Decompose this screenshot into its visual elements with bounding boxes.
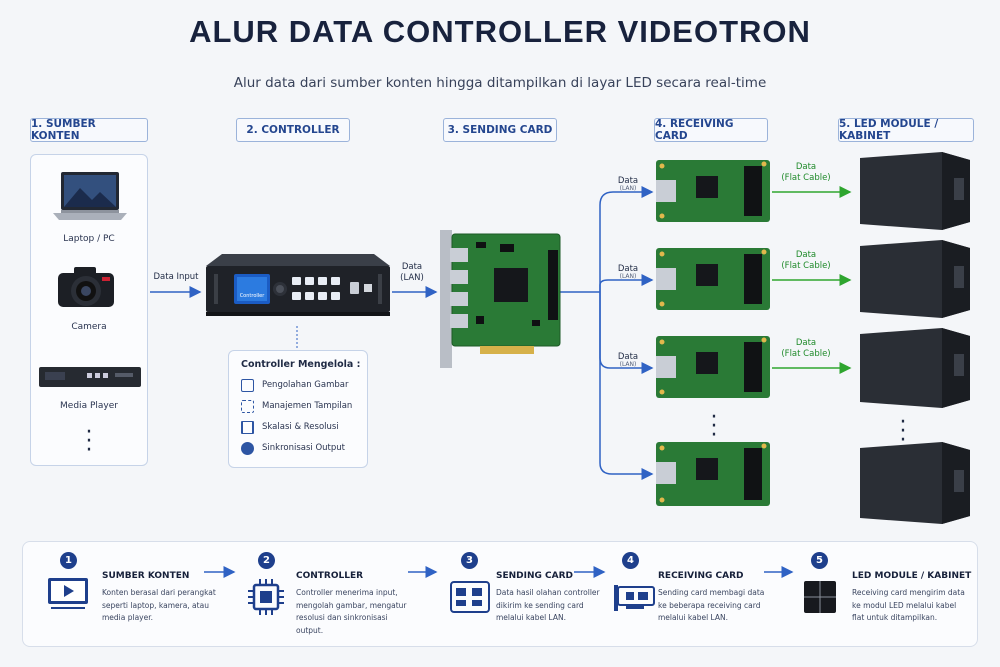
step-number-5: 5 [811, 552, 828, 569]
step-title-5: LED MODULE / KABINET [852, 571, 972, 581]
step-number-2: 2 [258, 552, 275, 569]
source-label-media: Media Player [60, 401, 118, 411]
data-input-label: Data Input [153, 272, 199, 282]
source-label-camera: Camera [71, 322, 107, 332]
stage-label-sending: 3. SENDING CARD [443, 118, 557, 142]
data-flat-label-1: Data(Flat Cable) [781, 162, 831, 183]
sending-card [440, 230, 561, 368]
controller-device [206, 254, 390, 316]
step-title-2: CONTROLLER [296, 571, 364, 581]
receiving-card-2 [656, 248, 770, 310]
page-subtitle: Alur data dari sumber konten hingga dita… [233, 75, 767, 91]
led-module-1 [860, 152, 970, 230]
receiving-card-3 [656, 336, 770, 398]
stage-label-controller: 2. CONTROLLER [236, 118, 350, 142]
stage-label-led: 5. LED MODULE / KABINET [838, 118, 974, 142]
data-lan-label-1: Data [617, 176, 639, 186]
pcie-card-icon [614, 585, 655, 611]
data-lan-label-main: Data(LAN) [400, 262, 424, 283]
media-player-icon [39, 367, 141, 387]
data-lan-sub-3: (LAN) [619, 361, 637, 368]
camera-icon [58, 267, 114, 307]
more-sources-dots: ··· [85, 420, 93, 463]
monitor-icon [241, 378, 254, 392]
receiving-card-1 [656, 160, 770, 222]
controller-screen-label: Controller [239, 293, 265, 299]
data-flat-label-3: Data(Flat Cable) [781, 338, 831, 359]
stage-label-sumber: 1. SUMBER KONTEN [30, 118, 148, 142]
controller-functions-panel: Controller Mengelola : Pengolahan Gambar… [228, 350, 368, 468]
controller-function-item: Manajemen Tampilan [241, 399, 367, 413]
step-number-1: 1 [60, 552, 77, 569]
led-module-3 [860, 328, 970, 408]
step-title-3: SENDING CARD [496, 571, 574, 581]
led-module-icon [804, 581, 836, 613]
data-lan-label-3: Data [617, 352, 639, 362]
controller-function-item: Sinkronisasi Output [241, 441, 367, 455]
flow-connectors [150, 186, 852, 480]
layout-icon [241, 399, 254, 413]
more-receiving-dots: ··· [710, 405, 718, 448]
step-number-3: 3 [461, 552, 478, 569]
data-lan-sub-1: (LAN) [619, 185, 637, 192]
step-title-4: RECEIVING CARD [658, 571, 744, 581]
led-module-2 [860, 240, 970, 318]
data-lan-sub-2: (LAN) [619, 273, 637, 280]
resize-icon [241, 420, 254, 434]
steps-flow-arrows [204, 566, 794, 578]
laptop-icon [53, 172, 127, 220]
page-title: ALUR DATA CONTROLLER VIDEOTRON [189, 14, 811, 49]
play-screen-icon [48, 578, 88, 609]
led-module-4 [860, 442, 970, 524]
data-flat-label-2: Data(Flat Cable) [781, 250, 831, 271]
source-label-laptop: Laptop / PC [63, 234, 115, 244]
more-led-dots: ··· [899, 410, 907, 453]
data-lan-label-2: Data [617, 264, 639, 274]
sync-icon [241, 441, 254, 455]
stage-label-receiving: 4. RECEIVING CARD [654, 118, 768, 142]
chip-icon [248, 579, 284, 615]
controller-function-item: Skalasi & Resolusi [241, 420, 367, 434]
controller-functions-title: Controller Mengelola : [241, 359, 361, 370]
step-text-2: Controller menerima input,mengolah gamba… [296, 588, 407, 635]
controller-function-item: Pengolahan Gambar [241, 378, 367, 392]
receiving-card-4 [656, 442, 770, 506]
network-card-icon [450, 581, 490, 613]
step-title-1: SUMBER KONTEN [102, 571, 190, 581]
step-number-4: 4 [622, 552, 639, 569]
